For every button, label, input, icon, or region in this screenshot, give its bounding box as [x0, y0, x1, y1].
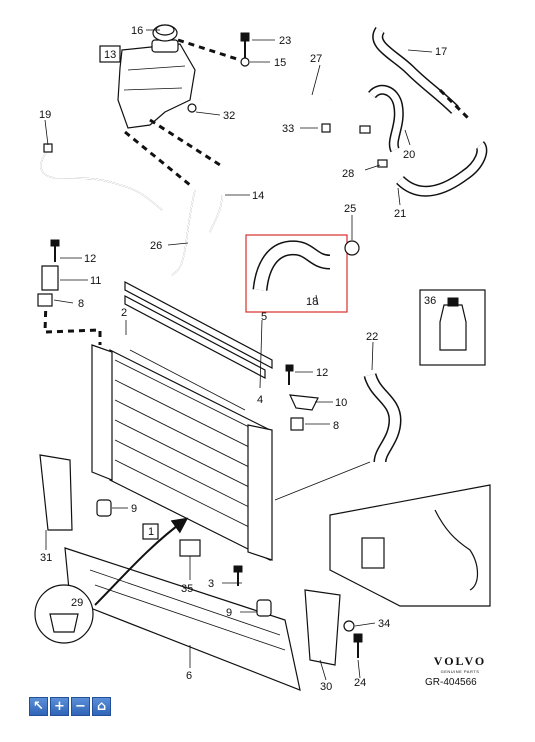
- volvo-logo: VOLVO: [433, 654, 487, 668]
- reservoir-inset[interactable]: [361, 537, 385, 569]
- callout-4: 4: [257, 394, 263, 406]
- bracket-31[interactable]: [39, 454, 73, 531]
- callout-29: 29: [71, 597, 83, 609]
- callout-18: 18: [306, 296, 318, 308]
- callout-9b: 9: [226, 607, 232, 619]
- clip-28[interactable]: [377, 159, 388, 168]
- bolt-23[interactable]: [240, 32, 250, 58]
- callout-2: 2: [121, 307, 127, 319]
- coolant-bottle-36[interactable]: [439, 304, 467, 351]
- viewer-toolbar: ↖ + − ⌂: [29, 697, 111, 716]
- callout-8a: 8: [78, 298, 84, 310]
- bolt-3[interactable]: [233, 565, 243, 573]
- pipe-26[interactable]: [171, 189, 196, 276]
- connector-line: [124, 130, 191, 187]
- callout-28: 28: [342, 168, 354, 180]
- callout-15: 15: [274, 57, 286, 69]
- callout-32: 32: [223, 110, 235, 122]
- pipe-14[interactable]: [209, 194, 223, 233]
- clip-8[interactable]: [37, 293, 53, 307]
- callout-3: 3: [208, 578, 214, 590]
- callout-22: 22: [366, 331, 378, 343]
- inset-detail: [329, 484, 491, 607]
- hose-21[interactable]: [397, 142, 486, 196]
- callout-labels: 1 2 3 4 5 6 8 8 9 9 10 11 12 12 13 14 15…: [39, 25, 447, 693]
- connector-line: [149, 118, 221, 167]
- callout-23: 23: [279, 35, 291, 47]
- callout-12b: 12: [316, 367, 328, 379]
- callout-17: 17: [435, 46, 447, 58]
- callout-16: 16: [131, 25, 143, 37]
- seal-strip-2[interactable]: [124, 295, 266, 379]
- lower-shield-6[interactable]: [64, 547, 301, 691]
- bracket-10[interactable]: [289, 394, 319, 411]
- callout-box-1: [142, 523, 159, 540]
- brand-tagline: GENUINE PARTS: [440, 669, 480, 674]
- clip-33[interactable]: [321, 123, 331, 133]
- zoom-in-icon: +: [54, 699, 65, 714]
- brand-mark: VOLVO GENUINE PARTS: [430, 654, 490, 674]
- washer-15[interactable]: [240, 57, 250, 67]
- callout-8b: 8: [333, 420, 339, 432]
- callout-19: 19: [39, 109, 51, 121]
- cursor-icon: ↖: [33, 699, 44, 714]
- callout-6: 6: [186, 670, 192, 682]
- callout-34: 34: [378, 618, 390, 630]
- hose-17[interactable]: [373, 27, 458, 113]
- clip-28[interactable]: [359, 125, 371, 134]
- callout-9a: 9: [131, 503, 137, 515]
- zoom-out-button[interactable]: −: [71, 697, 90, 716]
- connector-line: [43, 299, 102, 345]
- callout-25: 25: [344, 203, 356, 215]
- bracket-11[interactable]: [41, 265, 59, 291]
- zoom-out-icon: −: [75, 699, 86, 714]
- cursor-button[interactable]: ↖: [29, 697, 48, 716]
- hose-20[interactable]: [369, 86, 403, 152]
- callout-10: 10: [335, 397, 347, 409]
- clamp-32[interactable]: [187, 103, 197, 113]
- expansion-tank[interactable]: [117, 24, 196, 129]
- sensor-wire-4[interactable]: [129, 349, 246, 411]
- bracket-30[interactable]: [304, 589, 341, 666]
- hose-27[interactable]: [198, 87, 332, 111]
- hose-18[interactable]: [254, 241, 331, 291]
- bolt-12[interactable]: [50, 239, 60, 247]
- home-icon: ⌂: [96, 699, 107, 714]
- bracket-35[interactable]: [179, 539, 201, 557]
- callout-24: 24: [354, 677, 366, 689]
- washer-34[interactable]: [343, 620, 355, 632]
- callout-box-13: [99, 45, 121, 63]
- callout-21: 21: [394, 208, 406, 220]
- callout-5: 5: [261, 311, 267, 323]
- callout-11: 11: [90, 275, 101, 287]
- seal-strip-5[interactable]: [124, 281, 273, 369]
- leader-lines: [44, 29, 433, 681]
- callout-35: 35: [181, 583, 193, 595]
- callout-1: 1: [148, 526, 154, 538]
- highlight-box-hose-18[interactable]: [245, 234, 348, 313]
- home-button[interactable]: ⌂: [92, 697, 111, 716]
- hose-22[interactable]: [365, 373, 401, 463]
- bolt-12[interactable]: [285, 364, 294, 372]
- mount-9[interactable]: [256, 599, 272, 617]
- zoom-in-button[interactable]: +: [50, 697, 69, 716]
- callout-20: 20: [403, 149, 415, 161]
- callout-31: 31: [40, 552, 52, 564]
- callout-12a: 12: [84, 253, 96, 265]
- diagram-reference: GR-404566: [425, 677, 477, 688]
- callout-33: 33: [282, 123, 294, 135]
- callout-36: 36: [424, 295, 436, 307]
- clip-8[interactable]: [290, 417, 304, 431]
- bolt-24[interactable]: [353, 633, 363, 643]
- callout-27: 27: [310, 53, 322, 65]
- clamp-25[interactable]: [344, 240, 360, 256]
- callout-14: 14: [252, 190, 264, 202]
- callout-13: 13: [104, 49, 116, 61]
- radiator[interactable]: [91, 344, 273, 561]
- mount-9[interactable]: [96, 499, 112, 517]
- callout-26: 26: [150, 240, 162, 252]
- callout-30: 30: [320, 681, 332, 693]
